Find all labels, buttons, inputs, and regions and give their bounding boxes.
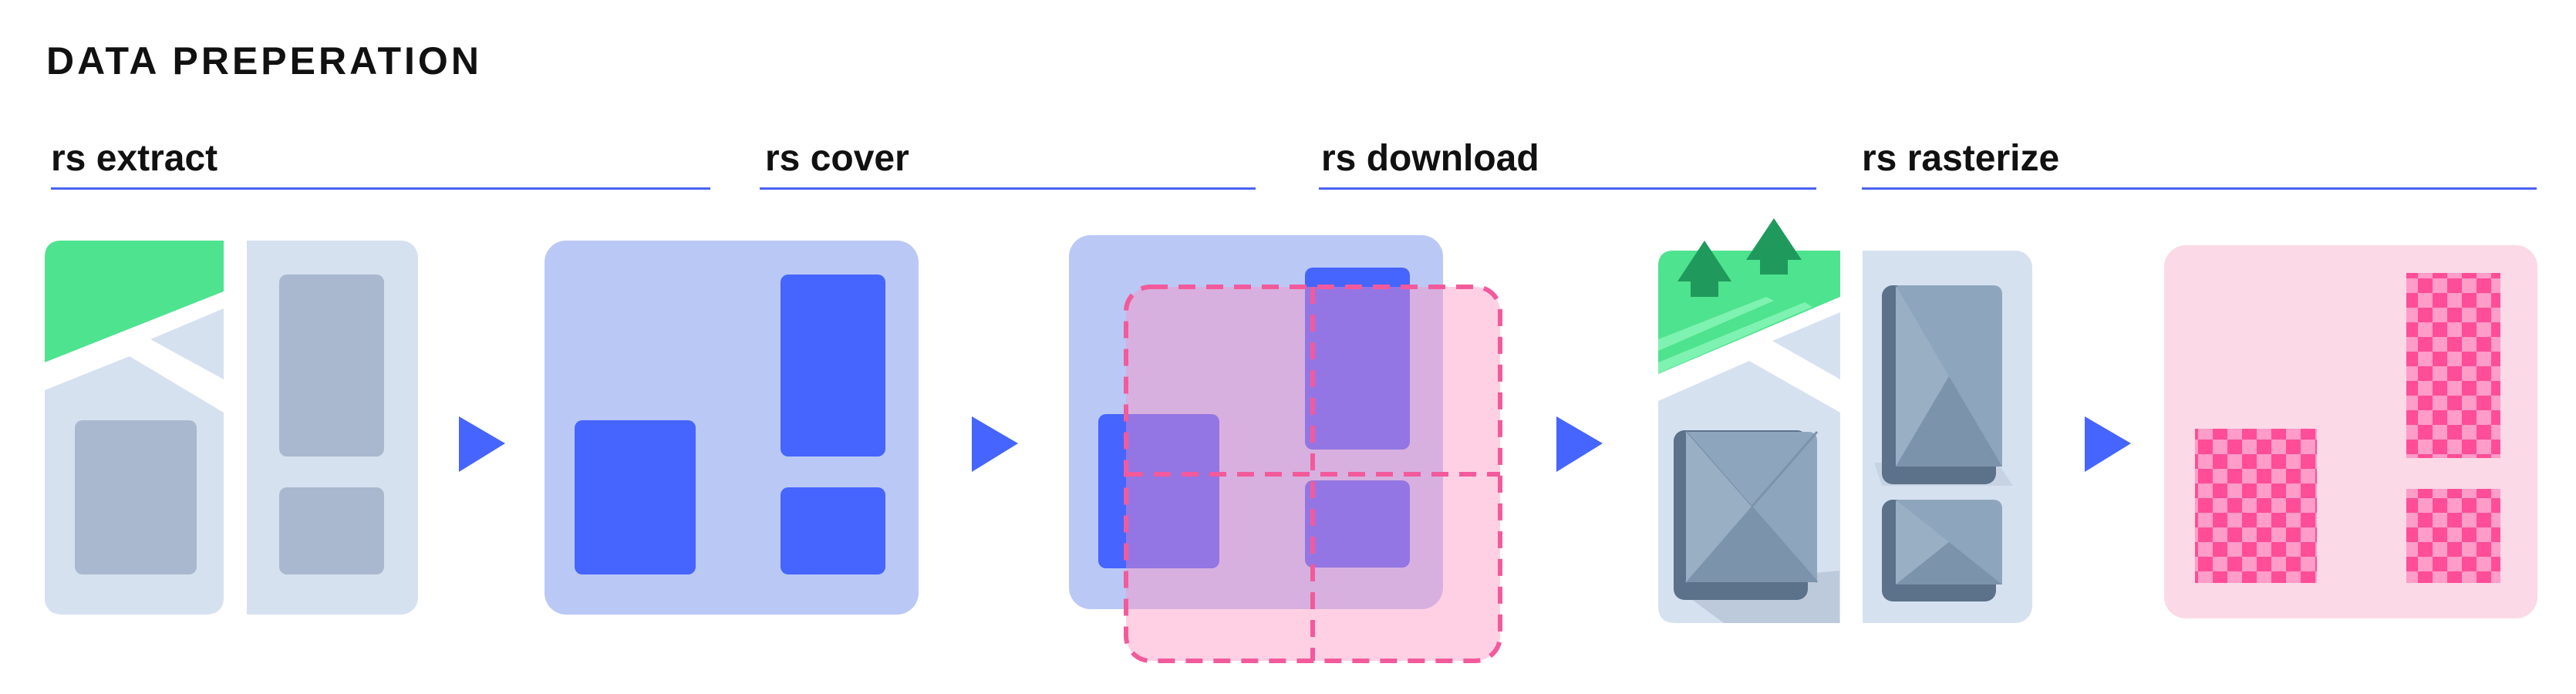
step-rule-cover [760, 187, 1256, 190]
cover-panel [545, 241, 919, 615]
building-mask [781, 275, 885, 456]
arrow-right-icon [459, 416, 505, 472]
step-label-download: rs download [1321, 138, 1539, 179]
arrow-right-icon [2085, 416, 2131, 472]
building-mask [1305, 268, 1410, 450]
arrow-right-icon [972, 416, 1018, 472]
step-label-rasterize: rs rasterize [1862, 138, 2060, 179]
page-title: DATA PREPERATION [46, 39, 482, 83]
tree-icon [1677, 241, 1731, 297]
building-3d [1882, 500, 2002, 601]
download-panel [1069, 235, 1502, 663]
step-rule-download [1319, 187, 1816, 190]
step-label-cover: rs cover [765, 138, 909, 179]
park-area [45, 241, 224, 362]
raster-mask [2195, 429, 2317, 583]
building-mask [1305, 480, 1410, 568]
arrow-right-icon [1556, 416, 1603, 472]
tree-icon [1746, 218, 1802, 275]
building-mask [1098, 414, 1219, 568]
building-mask [575, 420, 696, 574]
step-rule-extract [51, 187, 710, 190]
raster-mask [2406, 489, 2500, 583]
imagery-panel [1658, 218, 2032, 623]
building-3d [1874, 285, 2013, 486]
extract-panel [45, 241, 418, 615]
raster-mask [2406, 273, 2500, 458]
step-label-extract: rs extract [51, 138, 218, 179]
building-footprint [75, 420, 197, 574]
step-rule-rasterize [1862, 187, 2537, 190]
rasterize-panel [2164, 245, 2537, 618]
building-footprint [279, 275, 384, 456]
building-footprint [279, 487, 384, 574]
building-mask [781, 487, 885, 574]
building-3d [1674, 430, 1839, 623]
tile-overlay [1126, 287, 1500, 661]
